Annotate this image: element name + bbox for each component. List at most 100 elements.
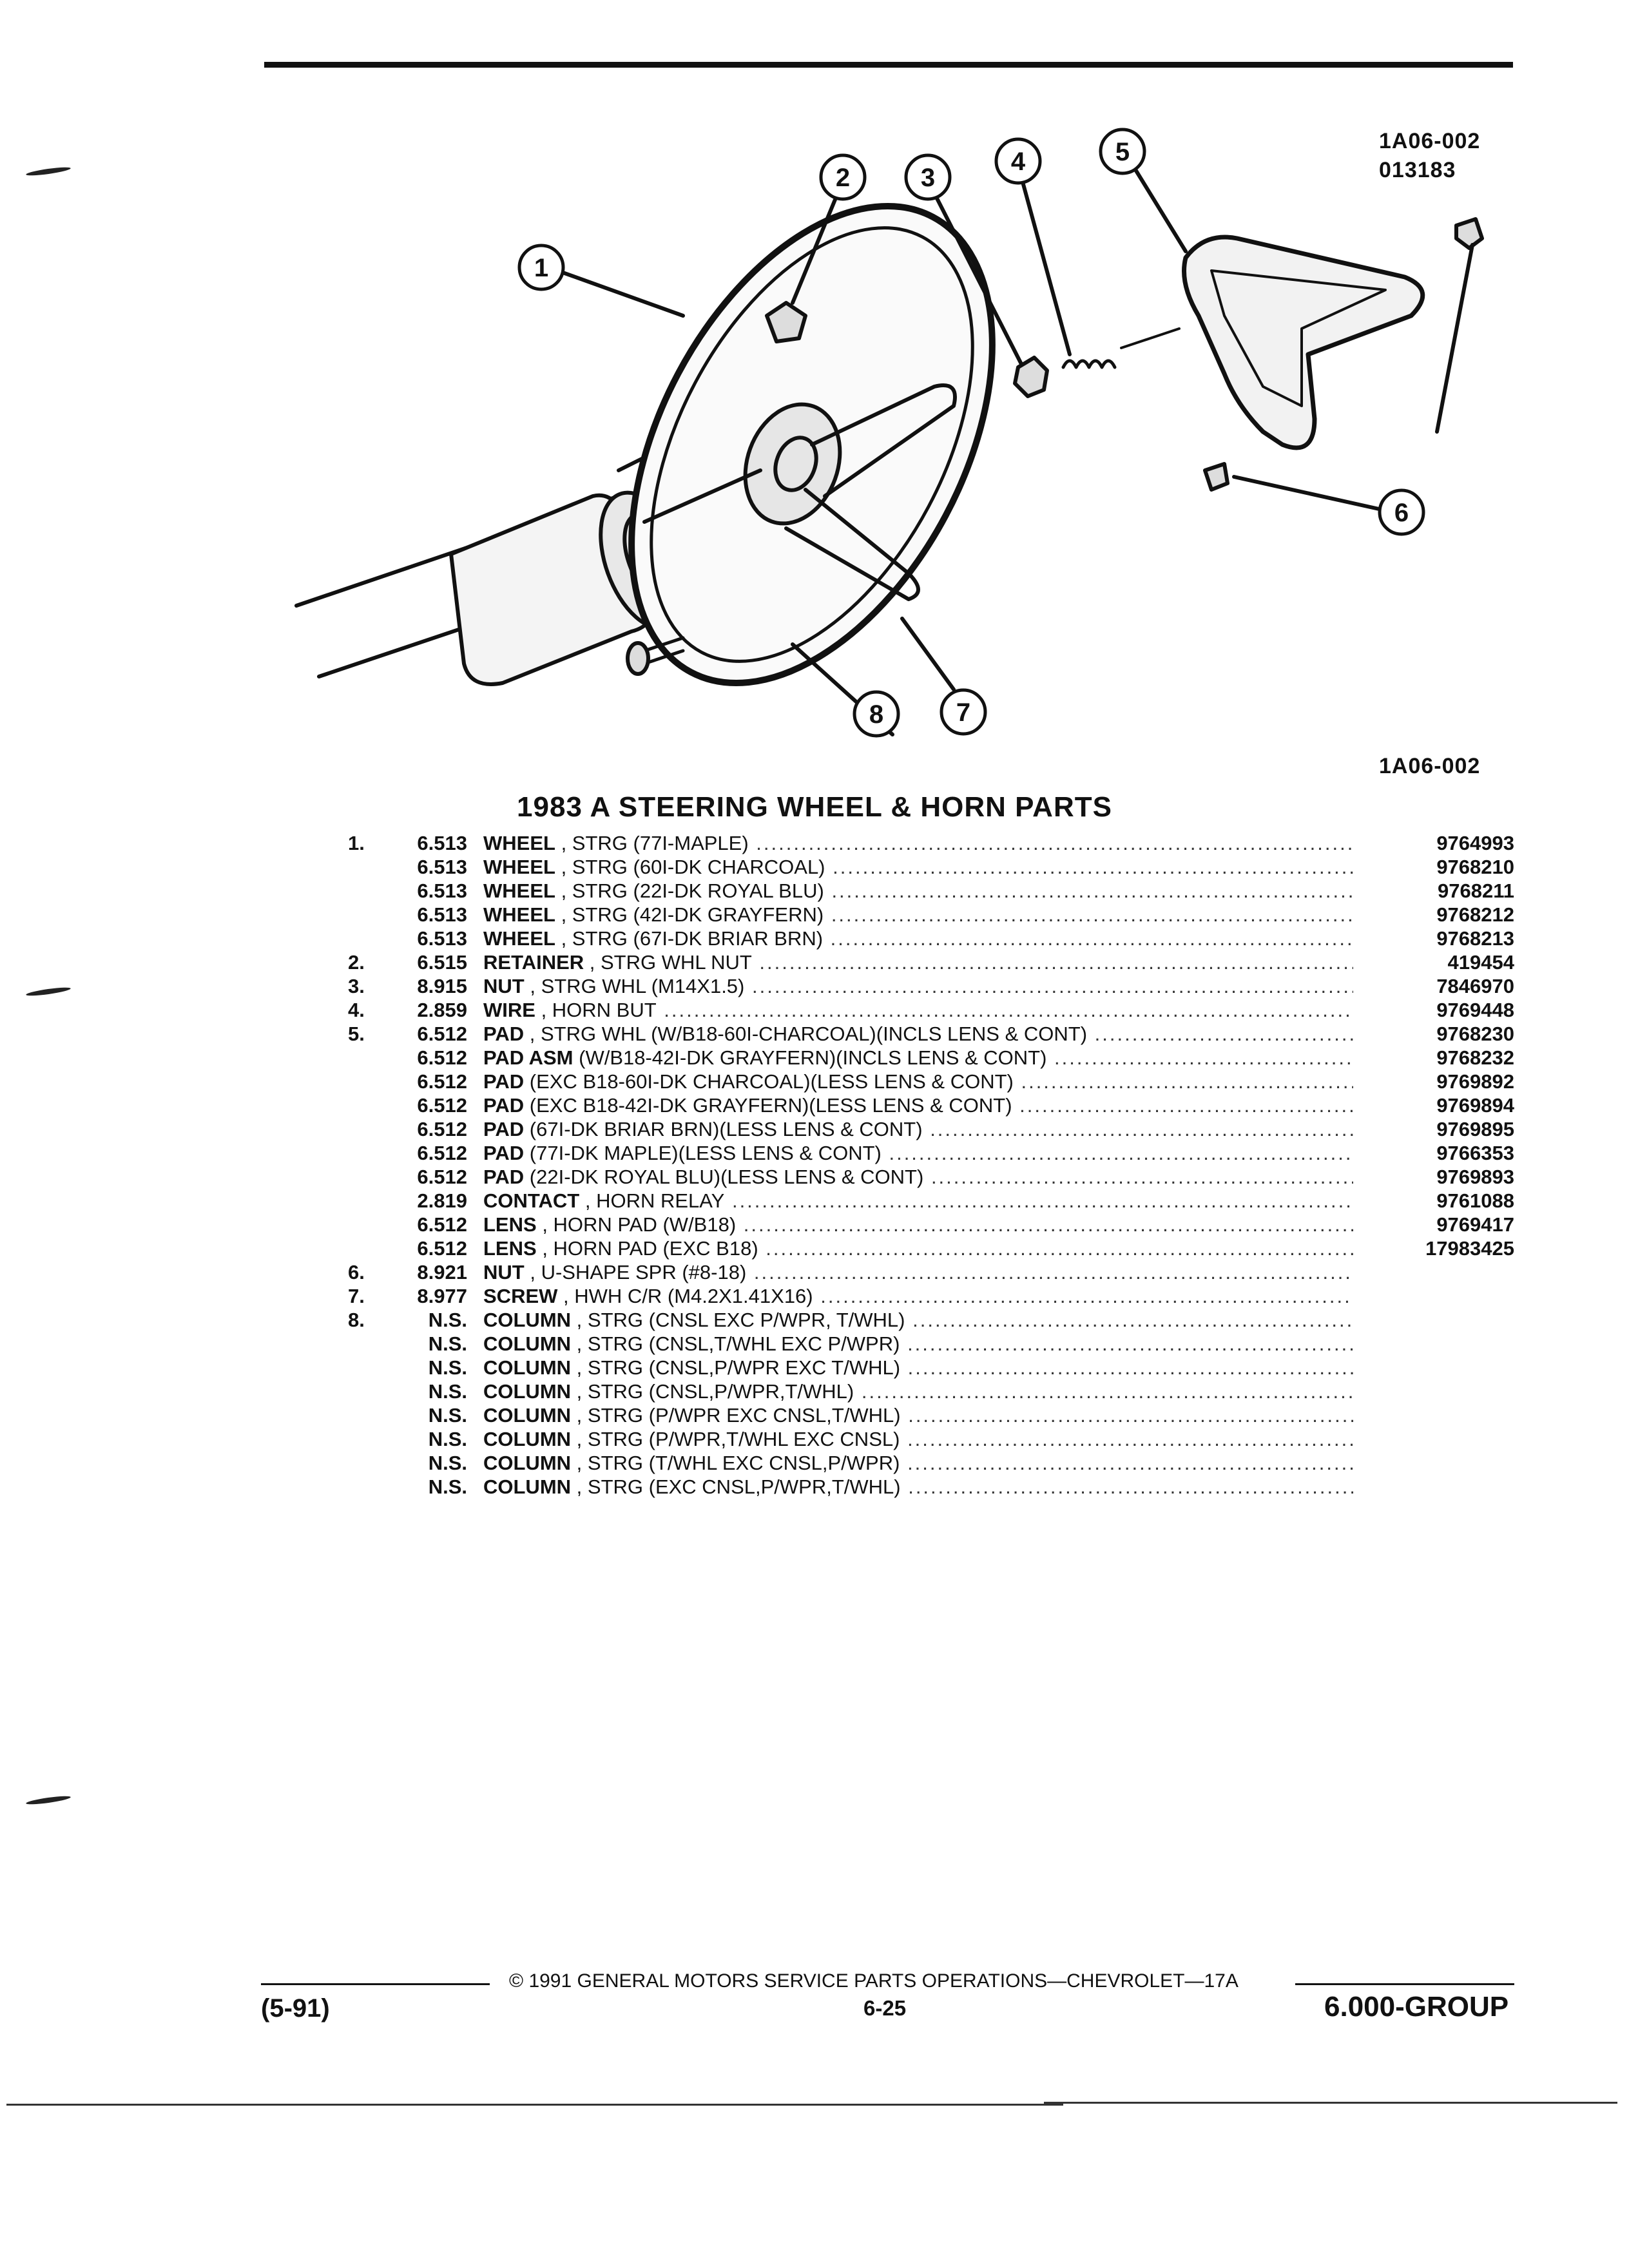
part-number: 9761088 [1360,1189,1514,1213]
part-name: SCREW [483,1285,558,1307]
group-number: 8.915 [417,975,467,997]
part-name: PAD [483,1166,525,1188]
scan-mark [25,1794,72,1806]
svg-text:1: 1 [534,254,548,282]
group-number: 6.512 [417,1142,467,1164]
part-name: LENS [483,1213,537,1236]
svg-text:2: 2 [836,164,850,192]
callout-4: 4 [994,137,1042,185]
part-row: 8.N.S.COLUMN , STRG (CNSL EXC P/WPR, T/W… [348,1308,1514,1332]
ref-number: 8. [348,1309,365,1331]
part-detail: (EXC B18-42I-DK GRAYFERN)(LESS LENS & CO… [529,1094,1012,1117]
group-number: 8.921 [417,1261,467,1283]
page-title: 1983 A STEERING WHEEL & HORN PARTS [517,791,1112,823]
group-number: 6.512 [417,1213,467,1236]
part-description: PAD (EXC B18-60I-DK CHARCOAL)(LESS LENS … [483,1070,1353,1093]
part-number: 9768212 [1360,903,1514,927]
part-row: N.S.COLUMN , STRG (CNSL,P/WPR EXC T/WHL) [348,1356,1514,1379]
part-row: 6.512 PAD (EXC B18-60I-DK CHARCOAL)(LESS … [348,1070,1514,1093]
part-detail: , HWH C/R (M4.2X1.41X16) [563,1285,813,1307]
ref-number: 3. [348,975,365,997]
part-description: COLUMN , STRG (CNSL,T/WHL EXC P/WPR) [483,1332,1353,1356]
svg-text:6: 6 [1394,499,1409,527]
group-number: N.S. [428,1404,467,1427]
part-number: 9769892 [1360,1070,1514,1093]
part-detail: , STRG (CNSL,P/WPR,T/WHL) [576,1380,854,1403]
part-number: 9764993 [1360,831,1514,855]
part-detail: , STRG (CNSL,P/WPR EXC T/WHL) [576,1356,901,1379]
callout-7: 7 [940,688,987,736]
ref-number: 5. [348,1023,365,1045]
part-description: SCREW , HWH C/R (M4.2X1.41X16) [483,1284,1353,1308]
part-name: CONTACT [483,1189,580,1212]
part-name: COLUMN [483,1309,572,1331]
part-name: PAD [483,1070,525,1093]
part-row: 6. 8.921 NUT , U-SHAPE SPR (#8-18) [348,1260,1514,1284]
group-number: N.S. [428,1475,467,1498]
callout-8: 8 [853,690,900,738]
top-rule [264,62,1513,68]
part-name: PAD ASM [483,1046,574,1069]
parts-list: 1. 6.513 WHEEL , STRG (77I-MAPLE) 9764993 6.… [348,831,1514,1499]
part-name: PAD [483,1094,525,1117]
part-detail: , STRG (67I-DK BRIAR BRN) [561,927,824,950]
part-name: COLUMN [483,1380,572,1403]
part-description: NUT , STRG WHL (M14X1.5) [483,974,1353,998]
part-description: PAD ASM (W/B18-42I-DK GRAYFERN)(INCLS LE… [483,1046,1353,1070]
part-detail: , HORN PAD (EXC B18) [542,1237,758,1260]
group-number: N.S. [428,1332,467,1355]
part-name: WHEEL [483,856,555,878]
scan-mark [25,986,72,997]
part-name: NUT [483,1261,525,1283]
part-description: WHEEL , STRG (42I-DK GRAYFERN) [483,903,1353,927]
group-number: 6.513 [417,927,467,950]
part-description: PAD (EXC B18-42I-DK GRAYFERN)(LESS LENS … [483,1093,1353,1117]
part-name: WIRE [483,999,535,1021]
part-row: N.S.COLUMN , STRG (T/WHL EXC CNSL,P/WPR) [348,1451,1514,1475]
figure-code-bottom: 1A06-002 [1379,754,1481,778]
ref-number: 6. [348,1261,365,1283]
part-number: 9768210 [1360,855,1514,879]
part-name: COLUMN [483,1428,572,1450]
ref-number: 1. [348,832,365,854]
part-description: COLUMN , STRG (CNSL,P/WPR,T/WHL) [483,1379,1353,1403]
part-description: PAD (67I-DK BRIAR BRN)(LESS LENS & CONT) [483,1117,1353,1141]
part-row: 6.512 PAD (77I-DK MAPLE)(LESS LENS & CONT… [348,1141,1514,1165]
part-description: COLUMN , STRG (P/WPR EXC CNSL,T/WHL) [483,1403,1353,1427]
part-number: 419454 [1360,950,1514,974]
copyright-text: © 1991 GENERAL MOTORS SERVICE PARTS OPER… [509,1970,1239,1992]
part-detail: , HORN RELAY [584,1189,725,1212]
part-detail: (77I-DK MAPLE)(LESS LENS & CONT) [529,1142,882,1164]
part-description: WHEEL , STRG (77I-MAPLE) [483,831,1353,855]
part-detail: , STRG WHL (W/B18-60I-CHARCOAL)(INCLS LE… [529,1023,1088,1045]
part-name: COLUMN [483,1404,572,1427]
part-name: COLUMN [483,1332,572,1355]
part-number: 9768211 [1360,879,1514,903]
part-row: N.S. COLUMN , STRG (CNSL,T/WHL EXC P/WPR) [348,1332,1514,1356]
part-detail: , STRG (P/WPR EXC CNSL,T/WHL) [576,1404,901,1427]
part-number: 9769893 [1360,1165,1514,1189]
part-description: COLUMN , STRG (CNSL,P/WPR EXC T/WHL) [483,1356,1353,1379]
group-number: 6.512 [417,1070,467,1093]
part-detail: , STRG (77I-MAPLE) [561,832,749,854]
part-detail: (22I-DK ROYAL BLU)(LESS LENS & CONT) [529,1166,924,1188]
part-description: COLUMN , STRG (EXC CNSL,P/WPR,T/WHL) [483,1475,1353,1499]
part-detail: (W/B18-42I-DK GRAYFERN)(INCLS LENS & CON… [579,1046,1047,1069]
part-detail: (EXC B18-60I-DK CHARCOAL)(LESS LENS & CO… [529,1070,1014,1093]
part-description: PAD (77I-DK MAPLE)(LESS LENS & CONT) [483,1141,1353,1165]
part-detail: , STRG WHL (M14X1.5) [530,975,745,997]
part-description: LENS , HORN PAD (W/B18) [483,1213,1353,1236]
part-number: 9768230 [1360,1022,1514,1046]
scan-mark [25,166,72,177]
group-number: 2.859 [417,999,467,1021]
part-description: PAD (22I-DK ROYAL BLU)(LESS LENS & CONT) [483,1165,1353,1189]
group-number: 6.513 [417,856,467,878]
part-description: NUT , U-SHAPE SPR (#8-18) [483,1260,1353,1284]
group-number: N.S. [428,1309,467,1331]
group-number: 6.512 [417,1237,467,1260]
